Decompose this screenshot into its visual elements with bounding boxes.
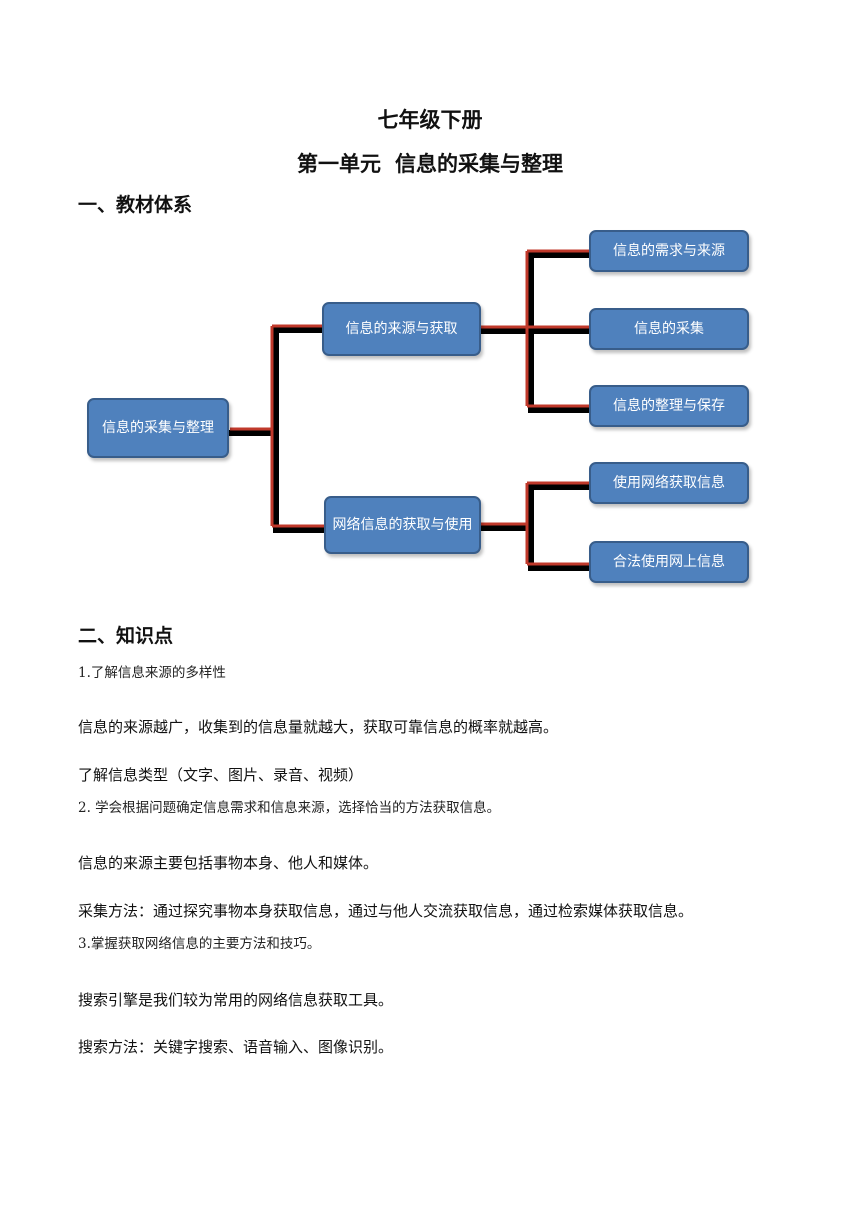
knowledge-item: 搜索引擎是我们较为常用的网络信息获取工具。 <box>78 991 394 1009</box>
knowledge-item: 信息的来源越广，收集到的信息量就越大，获取可靠信息的概率就越高。 <box>78 718 559 736</box>
knowledge-item-heading: 3.掌握获取网络信息的主要方法和技巧。 <box>78 936 321 952</box>
node-branch-network: 网络信息的获取与使用 <box>324 496 481 554</box>
node-leaf-legal-use: 合法使用网上信息 <box>589 541 749 583</box>
unit-name: 信息的采集与整理 <box>395 152 563 176</box>
node-leaf-network-get: 使用网络获取信息 <box>589 462 749 504</box>
knowledge-item-heading: 1.了解信息来源的多样性 <box>78 665 226 681</box>
section-heading-system: 一、教材体系 <box>78 194 193 216</box>
knowledge-item: 了解信息类型（文字、图片、录音、视频） <box>78 766 364 784</box>
node-leaf-demand-source: 信息的需求与来源 <box>589 230 749 272</box>
knowledge-item: 采集方法：通过探究事物本身获取信息，通过与他人交流获取信息，通过检索媒体获取信息… <box>78 902 694 920</box>
node-root: 信息的采集与整理 <box>87 398 229 458</box>
node-branch-source: 信息的来源与获取 <box>322 302 481 356</box>
unit-label: 第一单元 <box>297 152 381 176</box>
node-leaf-collection: 信息的采集 <box>589 308 749 350</box>
knowledge-item: 搜索方法：关键字搜索、语音输入、图像识别。 <box>78 1038 394 1056</box>
knowledge-item-heading: 2. 学会根据问题确定信息需求和信息来源，选择恰当的方法获取信息。 <box>78 800 501 816</box>
knowledge-item: 信息的来源主要包括事物本身、他人和媒体。 <box>78 854 379 872</box>
section-heading-knowledge: 二、知识点 <box>78 625 174 647</box>
unit-title: 第一单元信息的采集与整理 <box>0 148 860 178</box>
page-title: 七年级下册 <box>377 108 483 132</box>
node-leaf-organize-save: 信息的整理与保存 <box>589 385 749 427</box>
